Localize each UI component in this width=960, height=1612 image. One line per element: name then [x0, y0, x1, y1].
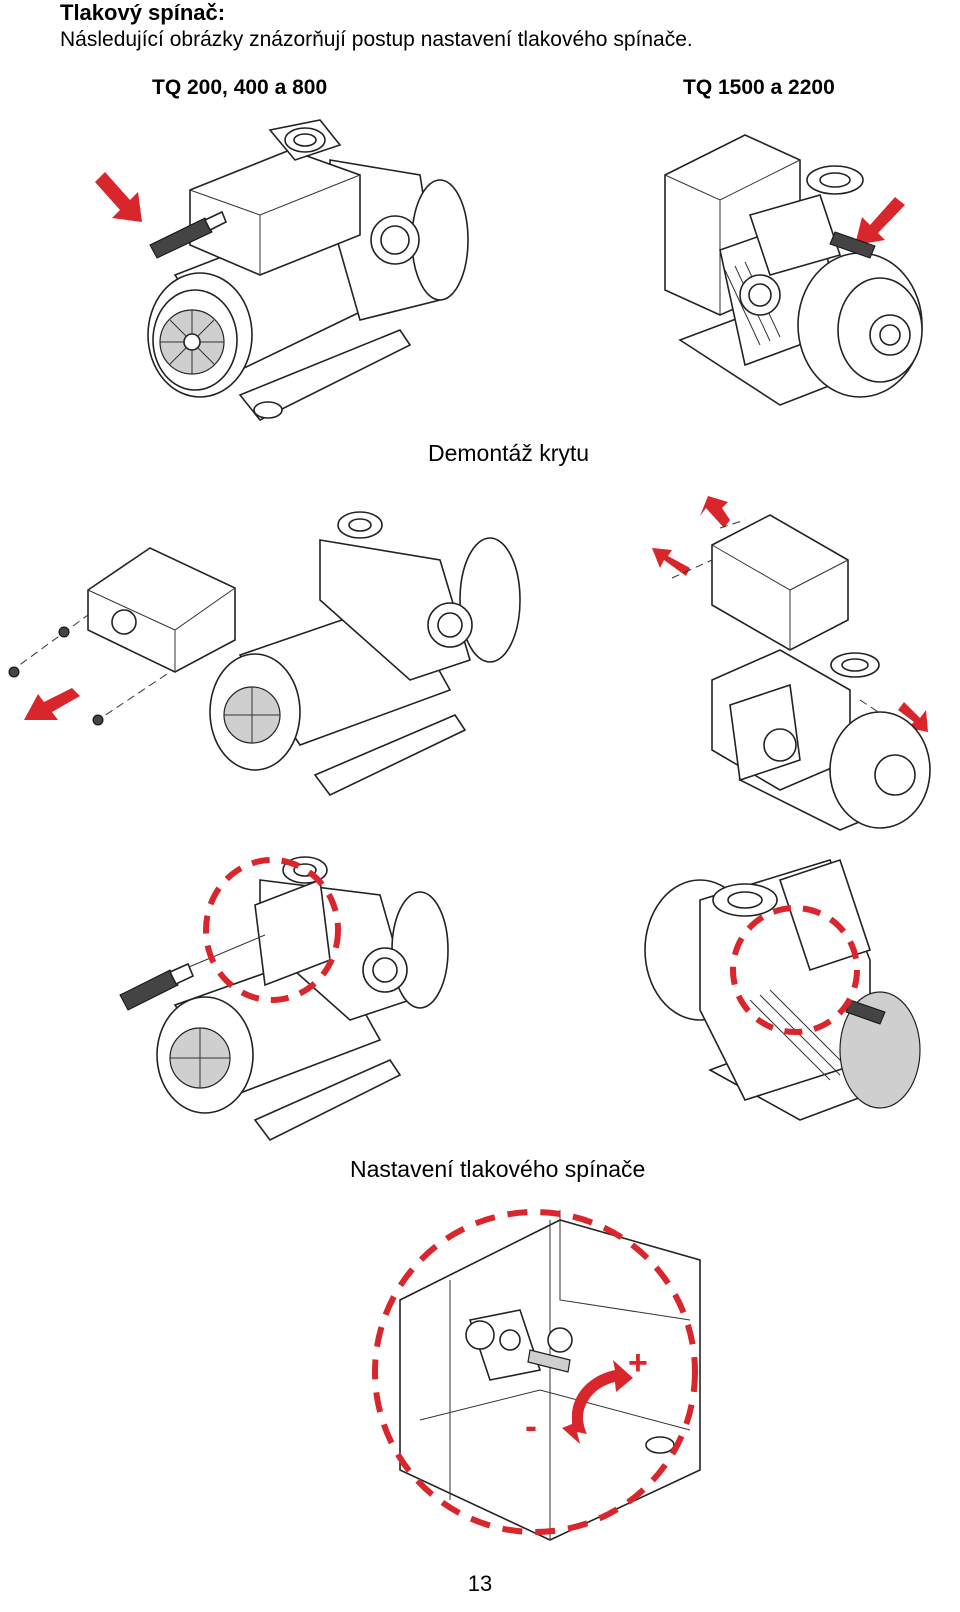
column-heading-left: TQ 200, 400 a 800	[152, 76, 328, 99]
pump-small-cover-removal-illustration	[8, 511, 521, 797]
column-heading-right: TQ 1500 a 2200	[683, 76, 835, 99]
highlight-circle	[203, 857, 341, 1003]
arrow-icon	[652, 548, 690, 576]
caption-cover-removal: Demontáž krytu	[428, 440, 590, 466]
arrow-icon	[898, 702, 928, 732]
pump-large-adjust-illustration	[644, 858, 921, 1121]
pump-small-assembled-illustration	[95, 119, 469, 422]
highlight-circle	[730, 905, 860, 1035]
caption-switch-adjustment: Nastavení tlakového spínače	[350, 1156, 646, 1182]
arrow-icon	[24, 688, 80, 720]
plus-symbol: +	[628, 1344, 648, 1382]
page-title: Tlakový spínač:	[60, 0, 226, 25]
page-number: 13	[467, 1571, 493, 1596]
intro-text: Následující obrázky znázorňují postup na…	[60, 28, 693, 51]
arrow-icon	[700, 496, 730, 528]
arrow-icon	[95, 172, 142, 222]
rotation-arrow-icon	[562, 1360, 633, 1444]
pump-large-assembled-illustration	[664, 134, 923, 406]
pump-large-cover-removal-illustration	[652, 496, 931, 831]
arrow-icon	[855, 197, 905, 245]
pressure-switch-closeup-illustration: + -	[372, 1209, 701, 1541]
minus-symbol: -	[525, 1405, 537, 1446]
pump-small-adjust-illustration	[119, 856, 449, 1142]
highlight-circle	[372, 1209, 698, 1535]
